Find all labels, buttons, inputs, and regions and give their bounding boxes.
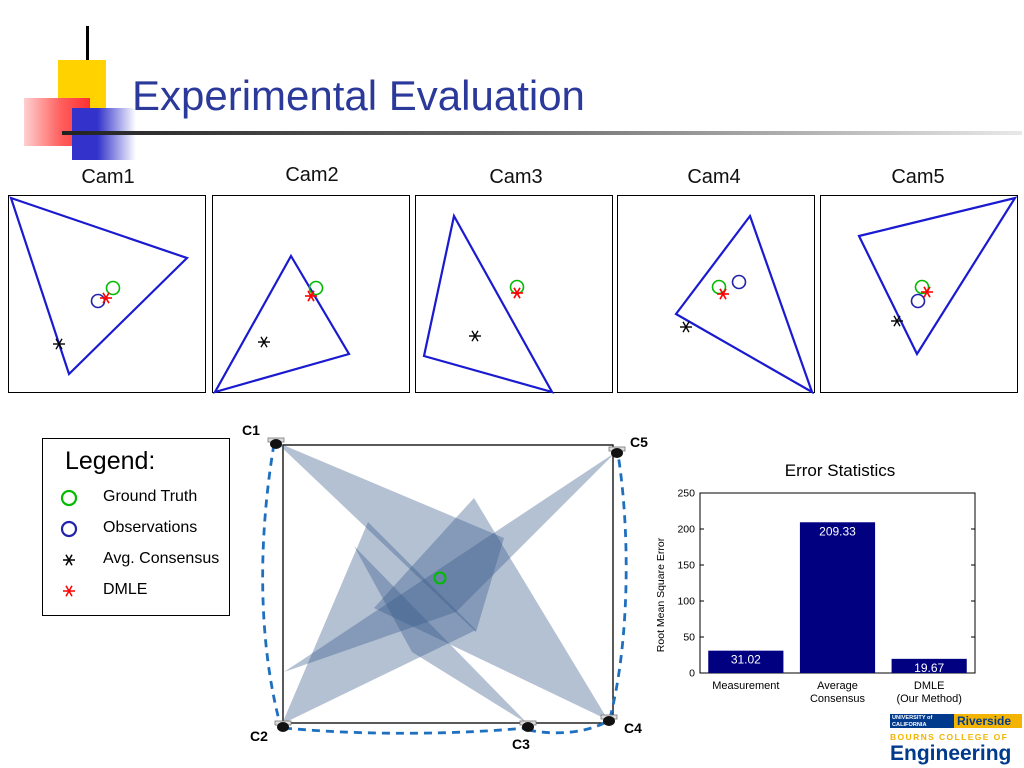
legend-label: Avg. Consensus xyxy=(103,550,220,567)
camera-icons xyxy=(267,437,626,732)
legend-label: Observations xyxy=(103,519,198,536)
cam3-label: Cam3 xyxy=(489,166,543,188)
c2-fov xyxy=(282,522,476,724)
c5-camera-icon xyxy=(608,446,626,458)
y-tick-label: 200 xyxy=(677,524,695,536)
chart-ylabel: Root Mean Square Error xyxy=(655,537,667,652)
c1-camera-icon xyxy=(267,437,285,449)
cam1-observation-marker xyxy=(90,293,106,309)
slide-decoration xyxy=(0,0,140,160)
bar-value-label: 31.02 xyxy=(731,653,761,667)
c4-camera-icon xyxy=(600,714,618,726)
bar-value-label: 209.33 xyxy=(819,524,856,538)
legend-label: DMLE xyxy=(103,581,148,598)
cam2-label: Cam2 xyxy=(285,164,339,186)
link-c4-c5 xyxy=(608,453,628,719)
title-underline xyxy=(62,131,1022,135)
y-tick-label: 250 xyxy=(677,488,695,500)
c2-label: C2 xyxy=(250,728,268,744)
x-tick-label: Average xyxy=(817,680,858,692)
x-tick-label: (Our Method) xyxy=(896,693,961,705)
logo-riverside-text: Riverside xyxy=(957,714,1012,728)
link-c1-c2 xyxy=(261,443,282,725)
c3-label: C3 xyxy=(512,736,530,752)
cam1-avg-consensus-marker xyxy=(53,338,65,350)
black-asterisk-icon xyxy=(63,554,75,566)
cam5-triangle xyxy=(857,196,1018,357)
cam2-dmle-marker xyxy=(305,290,317,302)
logo-university-text: UNIVERSITY of CALIFORNIA xyxy=(892,715,933,728)
room-boundary xyxy=(282,444,614,724)
cam4-observation-marker xyxy=(731,274,747,290)
logo-engineering-text: Engineering xyxy=(890,742,1012,765)
cam2-ground-truth-marker xyxy=(308,280,324,296)
cam1-dmle-marker xyxy=(100,292,112,304)
cam5-observation-marker xyxy=(910,293,926,309)
chart-title: Error Statistics xyxy=(785,461,896,480)
legend-label: Ground Truth xyxy=(103,488,198,505)
bar-value-label: 19.67 xyxy=(914,661,944,675)
c4-label: C4 xyxy=(624,720,642,736)
y-tick-label: 150 xyxy=(677,560,695,572)
cam4-label: Cam4 xyxy=(687,166,741,188)
y-tick-label: 50 xyxy=(683,632,695,644)
cam5-avg-consensus-marker xyxy=(891,315,903,327)
error-statistics-chart: Error Statistics Root Mean Square Error … xyxy=(655,461,976,705)
link-c3-c4 xyxy=(527,720,607,735)
bar-1 xyxy=(799,522,876,673)
c5-label: C5 xyxy=(630,434,648,450)
cam5-ground-truth-marker xyxy=(914,279,930,295)
y-tick-label: 100 xyxy=(677,596,695,608)
logo-college-text: BOURNS COLLEGE OF xyxy=(890,732,1009,742)
c5-fov xyxy=(284,452,616,672)
blue-circle-icon xyxy=(60,520,78,538)
cam3-triangle xyxy=(422,212,555,394)
cam2-avg-consensus-marker xyxy=(258,336,270,348)
camera-network-diagram: C1 C2 C3 C4 C5 xyxy=(240,420,660,760)
cam4-view xyxy=(617,195,815,394)
cam2-triangle xyxy=(213,253,351,394)
c1-fov xyxy=(276,442,504,632)
cam2-view xyxy=(212,195,410,394)
cam5-dmle-marker xyxy=(921,286,933,298)
cam4-dmle-marker xyxy=(717,288,729,300)
cam1-triangle xyxy=(9,196,190,377)
c3-fov xyxy=(354,546,528,724)
legend-box: Legend: Ground Truth Observations Avg. C… xyxy=(42,438,230,616)
target-marker xyxy=(433,571,447,585)
c4-fov xyxy=(374,498,608,720)
chart-bars: 31.02 209.33 19.67 xyxy=(708,522,967,675)
logo-riverside-box: Riverside xyxy=(954,714,1022,728)
cam1-view xyxy=(8,195,206,393)
c3-camera-icon xyxy=(519,720,537,732)
cam1-ground-truth-marker xyxy=(105,280,121,296)
cam5-view xyxy=(820,195,1018,393)
fov-regions xyxy=(276,442,616,724)
cam5-label: Cam5 xyxy=(891,166,945,188)
legend-title: Legend: xyxy=(65,447,156,475)
x-tick-label: Consensus xyxy=(810,693,866,705)
cam3-avg-consensus-marker xyxy=(469,330,481,342)
logo-university-box: UNIVERSITY of CALIFORNIA xyxy=(890,714,954,728)
cam3-dmle-marker xyxy=(511,287,523,299)
c1-label: C1 xyxy=(242,422,260,438)
bar-0 xyxy=(708,650,784,673)
cam1-label: Cam1 xyxy=(81,166,135,188)
cam3-view xyxy=(415,195,613,394)
green-circle-icon xyxy=(60,489,78,507)
cam4-triangle xyxy=(674,213,814,394)
red-asterisk-icon xyxy=(63,585,75,597)
page-title: Experimental Evaluation xyxy=(132,72,585,119)
decor-vertical-line xyxy=(86,26,89,88)
link-c2-c3 xyxy=(283,726,527,735)
network-links xyxy=(261,443,628,735)
x-tick-label: DMLE xyxy=(914,680,945,692)
cam4-avg-consensus-marker xyxy=(680,321,692,333)
ucr-engineering-logo: UNIVERSITY of CALIFORNIA Riverside BOURN… xyxy=(890,712,1022,766)
x-tick-label: Measurement xyxy=(712,680,779,692)
c2-camera-icon xyxy=(274,720,292,732)
y-tick-label: 0 xyxy=(689,668,695,680)
bar-2 xyxy=(891,658,967,673)
